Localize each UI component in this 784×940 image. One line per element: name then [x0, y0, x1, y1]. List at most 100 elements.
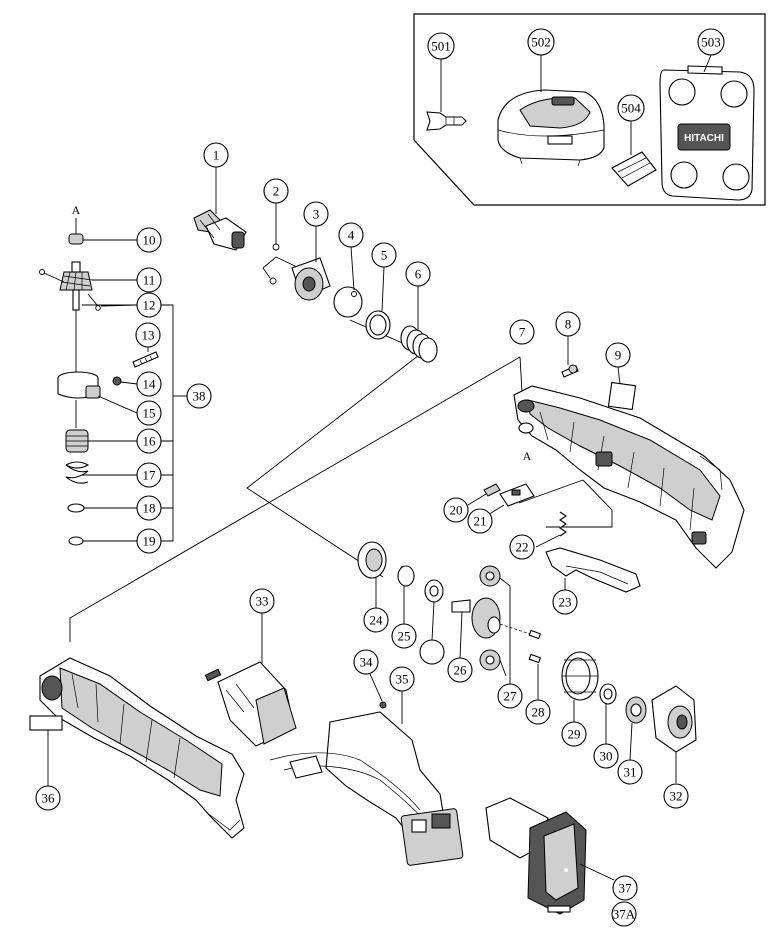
svg-text:11: 11 [143, 273, 156, 288]
callout-14: 14 [136, 371, 162, 397]
svg-text:4: 4 [348, 228, 355, 243]
part-27-gear-upper [479, 565, 501, 587]
svg-text:20: 20 [450, 503, 463, 518]
part-36-label [29, 715, 63, 731]
callout-38: 38 [186, 383, 212, 409]
callout-13: 13 [135, 322, 161, 348]
accessory-inset: HITACHI [413, 13, 766, 206]
callout-503: 503 [697, 28, 725, 56]
svg-text:8: 8 [565, 317, 572, 332]
callout-37: 37 [612, 875, 638, 901]
callout-29: 29 [561, 721, 587, 747]
part-27-gear-lower [479, 649, 501, 671]
inset-frame [413, 13, 766, 206]
svg-text:10: 10 [143, 233, 156, 248]
callout-28: 28 [525, 699, 551, 725]
svg-text:9: 9 [615, 348, 622, 363]
part-8-screw [561, 364, 579, 378]
callout-19: 19 [136, 528, 162, 554]
callouts: 501 502 503 504 1 2 3 4 5 6 7 8 9 10 11 … [35, 28, 725, 927]
left-gear-stack: A [39, 203, 159, 546]
svg-text:6: 6 [415, 267, 422, 282]
part-502-charger [497, 89, 605, 167]
part-21-slider [499, 483, 535, 507]
callout-504: 504 [617, 94, 645, 122]
gear-train [357, 541, 697, 783]
part-33-motor [204, 661, 297, 747]
callout-2: 2 [263, 178, 289, 204]
svg-text:32: 32 [670, 789, 683, 804]
svg-text:502: 502 [531, 35, 551, 50]
part-11-bevel-gear [59, 261, 93, 311]
svg-text:503: 503 [701, 35, 721, 50]
callout-3: 3 [303, 201, 329, 227]
part-37-battery [485, 797, 587, 915]
svg-text:504: 504 [621, 101, 641, 116]
marker-a-right: A [523, 449, 532, 463]
callout-30: 30 [593, 743, 619, 769]
callout-33: 33 [249, 588, 275, 614]
callout-23: 23 [552, 589, 578, 615]
svg-text:28: 28 [532, 705, 545, 720]
part-1-spindle [193, 209, 247, 251]
part-23-lever [545, 547, 641, 593]
callout-8: 8 [555, 311, 581, 337]
part-4-ring [333, 286, 363, 318]
motor-wiring-group [204, 613, 464, 866]
svg-text:501: 501 [431, 39, 451, 54]
part-32-gear-case [651, 685, 697, 753]
callout-36: 36 [35, 785, 61, 811]
marker-a-left: A [72, 203, 81, 217]
svg-text:16: 16 [143, 434, 157, 449]
part-3-hammer [291, 257, 331, 301]
svg-text:1: 1 [213, 148, 220, 163]
part-15-clamp [57, 371, 101, 399]
svg-text:30: 30 [600, 749, 613, 764]
callout-11: 11 [136, 267, 162, 293]
callout-37a: 37A [611, 901, 637, 927]
part-9-label [607, 381, 637, 411]
part-20 [483, 483, 501, 497]
callout-9: 9 [605, 342, 631, 368]
svg-text:13: 13 [142, 328, 155, 343]
callout-4: 4 [338, 222, 364, 248]
svg-text:25: 25 [398, 629, 411, 644]
callout-502: 502 [527, 28, 555, 56]
svg-text:18: 18 [143, 501, 156, 516]
callout-15: 15 [136, 400, 162, 426]
part-35-wiring-switch [269, 711, 464, 866]
callout-31: 31 [617, 759, 643, 785]
part-501-driver-bit [426, 111, 467, 131]
part-13-screw [132, 351, 159, 368]
svg-text:24: 24 [370, 613, 384, 628]
callout-35: 35 [389, 666, 415, 692]
svg-text:14: 14 [143, 377, 157, 392]
right-housing-group: A [467, 336, 745, 593]
part-10 [68, 233, 84, 245]
callout-34: 34 [353, 649, 379, 675]
svg-text:12: 12 [143, 298, 156, 313]
callout-20: 20 [443, 497, 469, 523]
svg-text:19: 19 [143, 534, 156, 549]
top-center-parts [193, 167, 438, 363]
callout-21: 21 [467, 508, 493, 534]
left-housing-half [29, 657, 245, 839]
case-logo-text: HITACHI [684, 133, 724, 144]
svg-text:38: 38 [193, 389, 206, 404]
svg-text:23: 23 [559, 595, 572, 610]
svg-text:7: 7 [519, 325, 526, 340]
callout-6: 6 [405, 261, 431, 287]
part-26-carrier [451, 597, 501, 639]
svg-text:3: 3 [313, 207, 320, 222]
svg-text:31: 31 [624, 765, 637, 780]
svg-text:33: 33 [256, 594, 269, 609]
svg-text:5: 5 [381, 248, 388, 263]
callout-12: 12 [136, 292, 162, 318]
svg-text:29: 29 [568, 727, 581, 742]
svg-text:35: 35 [396, 672, 409, 687]
svg-text:34: 34 [360, 655, 374, 670]
callout-7: 7 [509, 319, 535, 345]
callout-16: 16 [136, 428, 162, 454]
svg-text:26: 26 [454, 663, 468, 678]
callout-18: 18 [136, 495, 162, 521]
